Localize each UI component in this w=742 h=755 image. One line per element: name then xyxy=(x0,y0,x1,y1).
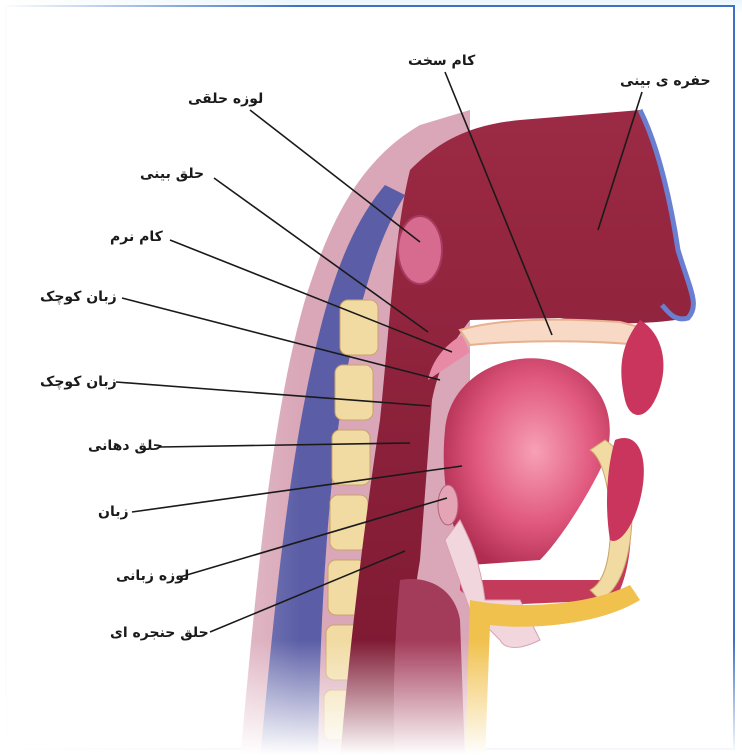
label-uvula-2: زبان کوچک xyxy=(40,373,117,391)
epiglottis xyxy=(438,485,458,525)
label-hard-palate: کام سخت xyxy=(408,52,475,70)
label-oropharynx: حلق دهانی xyxy=(88,437,163,455)
label-lingual-tonsil: لوزه زبانی xyxy=(116,567,189,585)
label-tongue: زبان xyxy=(98,503,129,521)
label-laryngopharynx: حلق حنجره ای xyxy=(110,624,209,642)
label-uvula-1: زبان کوچک xyxy=(40,288,117,306)
label-nasal-cavity: حفره ی بینی xyxy=(620,72,711,90)
tongue-shape xyxy=(444,358,610,565)
label-nasopharynx: حلق بینی xyxy=(140,165,204,183)
lower-lip xyxy=(607,438,644,541)
hard-palate-shape xyxy=(460,320,650,345)
pharyngeal-tonsil-shape xyxy=(398,216,442,284)
label-pharyngeal-tonsil: لوزه حلقی xyxy=(188,90,263,108)
label-soft-palate: کام نرم xyxy=(110,228,163,246)
